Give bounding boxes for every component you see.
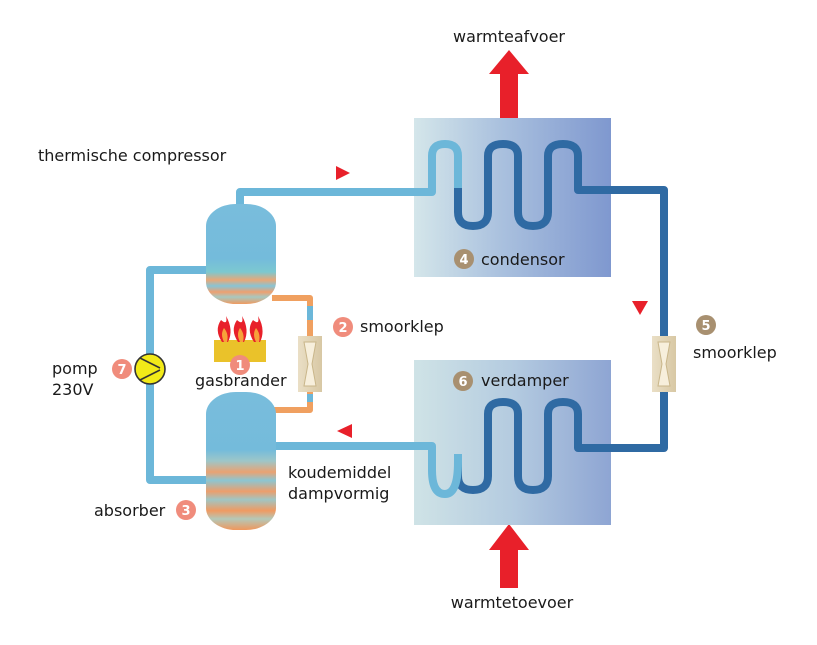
label-thermal-compressor: thermische compressor — [38, 146, 227, 165]
badge-evaporator: 6 — [453, 371, 473, 391]
generator-vessel — [206, 204, 276, 304]
label-throttle-valve-5: smoorklep — [693, 343, 777, 362]
heat-out-arrow — [489, 50, 529, 124]
flow-arrow-vapor-left — [337, 424, 352, 438]
label-condenser: condensor — [481, 250, 565, 269]
badge-throttle-valve-5: 5 — [696, 315, 716, 335]
solution-return-pipe-lower — [272, 390, 313, 413]
label-absorber: absorber — [94, 501, 166, 520]
label-refrigerant-line1: koudemiddel — [288, 463, 391, 482]
badge-burner: 1 — [230, 355, 250, 375]
vapor-pipe-to-absorber — [272, 442, 462, 498]
condenser-coil — [454, 140, 668, 358]
badge-throttle-valve-2: 2 — [333, 317, 353, 337]
solution-return-pipe — [272, 295, 313, 340]
svg-text:6: 6 — [458, 375, 467, 390]
label-evaporator: verdamper — [481, 371, 569, 390]
label-pump-voltage: 230V — [52, 380, 94, 399]
badge-condenser: 4 — [454, 249, 474, 269]
svg-text:7: 7 — [117, 363, 126, 378]
label-heat-in: warmtetoevoer — [451, 593, 574, 612]
svg-text:4: 4 — [459, 253, 468, 268]
gas-burner-icon — [214, 316, 266, 362]
label-heat-out: warmteafvoer — [453, 27, 565, 46]
flow-arrow-down — [632, 301, 648, 315]
absorber-vessel — [206, 392, 276, 530]
label-burner: gasbrander — [195, 371, 287, 390]
label-throttle-valve-2: smoorklep — [360, 317, 444, 336]
throttle-valve-2 — [298, 336, 322, 392]
svg-text:3: 3 — [181, 504, 190, 519]
label-pump: pomp — [52, 359, 98, 378]
label-refrigerant-line2: dampvormig — [288, 484, 389, 503]
liquid-pipe-to-evaporator — [454, 392, 668, 494]
svg-text:5: 5 — [701, 319, 710, 334]
vapor-pipe-to-condenser — [236, 140, 462, 204]
pump-icon — [134, 353, 166, 385]
badge-absorber: 3 — [176, 500, 196, 520]
flow-arrow-vapor-right — [336, 166, 350, 180]
throttle-valve-5 — [652, 336, 676, 392]
heat-in-arrow — [489, 524, 529, 588]
svg-text:2: 2 — [338, 321, 347, 336]
badge-pump: 7 — [112, 359, 132, 379]
svg-text:1: 1 — [235, 359, 244, 374]
